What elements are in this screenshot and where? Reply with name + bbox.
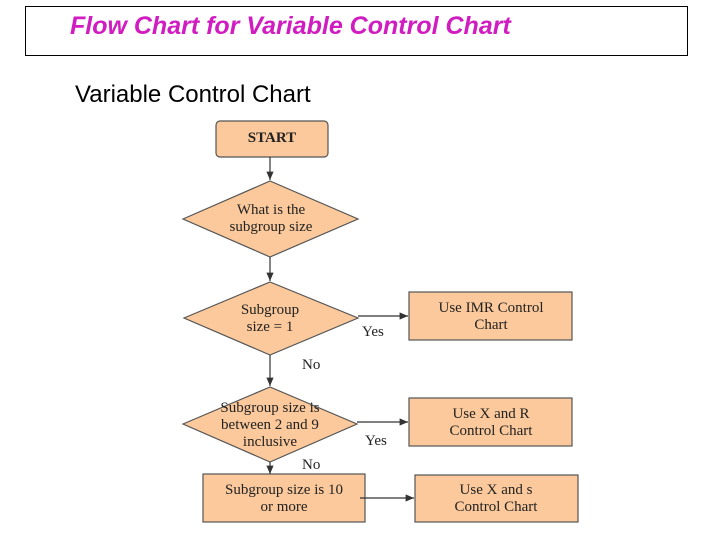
edge-no-2: No [302, 457, 321, 473]
label-xs: Use X and s Control Chart [454, 482, 538, 515]
label-imr: Use IMR Control Chart [438, 300, 544, 333]
node-start [215, 120, 329, 158]
title-box [25, 6, 688, 56]
node-q-2-9 [181, 386, 359, 463]
chart-subtitle: Variable Control Chart [75, 81, 311, 108]
edge-yes-1: Yes [362, 324, 384, 340]
edge-yes-2: Yes [365, 433, 387, 449]
label-q-size: What is the subgroup size [229, 202, 313, 235]
node-q-one [182, 281, 360, 356]
node-ten [202, 473, 366, 523]
edge-no-1: No [302, 357, 321, 373]
label-q-one: Subgroup size = 1 [240, 302, 300, 335]
node-q-size [181, 180, 360, 258]
node-xr [408, 397, 573, 447]
slide-title: Flow Chart for Variable Control Chart [70, 12, 511, 40]
node-xs [414, 474, 579, 523]
label-q-2-9: Subgroup size is between 2 and 9 inclusi… [220, 400, 320, 450]
label-ten: Subgroup size is 10 or more [225, 482, 343, 515]
node-imr [408, 291, 573, 341]
label-xr: Use X and R Control Chart [449, 406, 533, 439]
label-start: START [247, 130, 297, 146]
